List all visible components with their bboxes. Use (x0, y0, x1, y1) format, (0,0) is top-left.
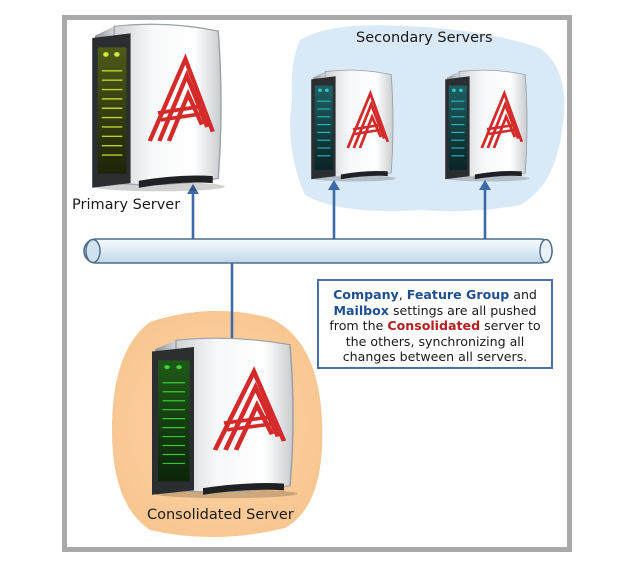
note-text: server to the others, synchronizing all … (342, 318, 541, 364)
note-keyword-feature-group: Feature Group (406, 287, 510, 302)
network-bus (83, 238, 553, 264)
note-text: and (509, 287, 537, 302)
secondary-servers-label: Secondary Servers (356, 30, 493, 46)
note-text: settings are all pushed from the (329, 302, 537, 334)
note-keyword-company: Company (333, 287, 399, 302)
secondary-server-2-icon (444, 69, 531, 182)
consolidated-server-icon (151, 337, 299, 499)
network-connectors (187, 180, 491, 348)
consolidated-server-label: Consolidated Server (147, 507, 294, 523)
note-keyword-mailbox: Mailbox (333, 302, 389, 318)
note-keyword-consolidated: Consolidated (387, 318, 481, 333)
secondary-server-1-icon (310, 69, 397, 182)
note-text: , (398, 287, 407, 302)
sync-explanation-note: Company, Feature Group and Mailbox setti… (317, 279, 553, 369)
primary-server-label: Primary Server (72, 197, 181, 213)
primary-server-icon (91, 23, 226, 192)
